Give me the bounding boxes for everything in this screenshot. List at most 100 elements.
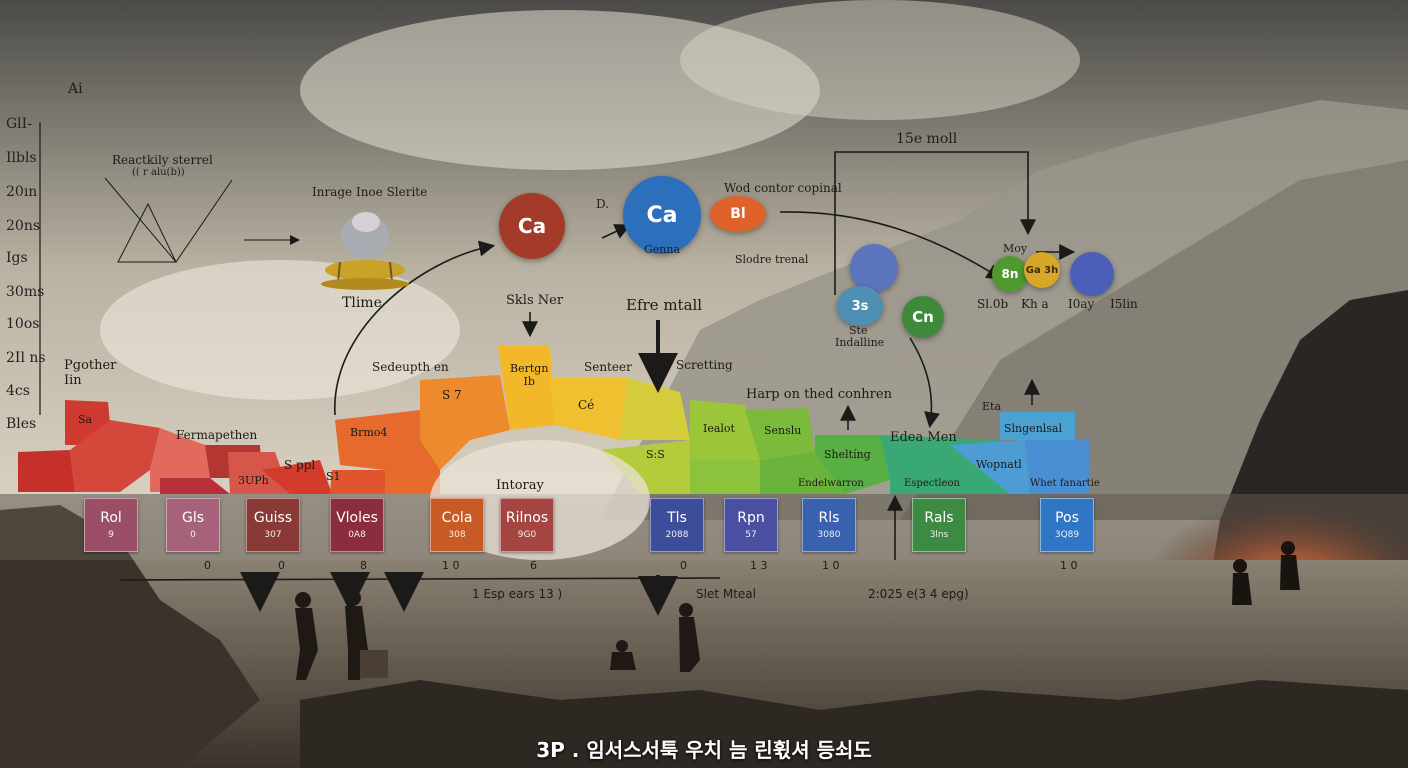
element-tile-number: 9G0: [517, 530, 537, 541]
circle-ga: Ga 3h: [1024, 252, 1060, 288]
label-islin: I5lin: [1110, 297, 1138, 311]
band-label-scretting: Scretting: [676, 358, 733, 372]
label-efre: Efre mtall: [626, 296, 703, 314]
band-label-senslu: Senslu: [764, 424, 802, 437]
element-tile-symbol: Rilnos: [505, 509, 549, 526]
bottom-number: 0: [680, 559, 687, 572]
bottom-number: 0: [278, 559, 285, 572]
element-tile: Rilnos 9G0: [500, 498, 554, 552]
band-label-sis: S:S: [646, 448, 665, 461]
element-tile-symbol: Pos: [1055, 509, 1079, 526]
element-tile-number: 3lns: [929, 530, 949, 541]
label-sks: Skls Ner: [506, 293, 564, 308]
bottom-number: 1 0: [822, 559, 840, 572]
band-label-harp: Harp on thed conhren: [746, 387, 892, 402]
band-label-fermapethen: Fermapethen: [176, 428, 258, 442]
time-label: Tlime: [342, 295, 382, 311]
label-d: D.: [596, 197, 610, 211]
element-tile-number: 308: [448, 530, 466, 541]
cloud: [100, 260, 460, 400]
label-stob: Sl.0b: [977, 297, 1009, 311]
bottom-number: 1 0: [442, 559, 460, 572]
axis-tick-label: Ilbls: [6, 150, 37, 166]
element-tile-symbol: Rol: [100, 509, 122, 526]
circle-ca-blue: Ca: [623, 176, 701, 254]
axis-tick-label: 4cs: [6, 383, 30, 399]
axis-tick-label: 20ns: [6, 218, 41, 234]
workers-right: [1232, 541, 1300, 605]
label-genna: Genna: [644, 243, 681, 256]
bottom-number: 0: [204, 559, 211, 572]
band-label-slngenlsal: Slngenlsal: [1004, 422, 1063, 435]
image-label: Inrage Inoe Slerite: [312, 185, 428, 199]
band-label-intoray: Intoray: [496, 478, 544, 493]
label-kha: Kh a: [1021, 297, 1049, 311]
band-label-bmond: Brmo4: [350, 426, 388, 439]
bottom-label-right: 2:025 e(3 4 epg): [868, 587, 969, 601]
axis-tick-label: 20ın: [6, 184, 38, 200]
label-ioay: I0ay: [1068, 297, 1095, 311]
element-tile-symbol: Guiss: [253, 509, 293, 526]
band-label-espectleon: Espectleon: [904, 478, 960, 489]
rocks-left: [0, 505, 260, 768]
label-may: Moy: [1003, 242, 1028, 255]
element-tile-symbol: Cola: [441, 509, 473, 526]
rocks-bottom: [300, 680, 1408, 768]
axis-tick-label: 30ms: [6, 284, 45, 300]
band-label-s7: S 7: [442, 388, 462, 402]
axis-tick-label: GlI-: [6, 116, 32, 132]
label-ste: Ste: [849, 324, 868, 337]
bottom-number: 1 0: [1060, 559, 1078, 572]
axis-tick-label: Bles: [6, 416, 37, 432]
element-tile-number: 57: [745, 530, 757, 541]
circle-blue-top: [850, 244, 898, 292]
element-tile-number: 9: [108, 530, 114, 541]
band-label-whetan: Whet fanartie: [1030, 478, 1100, 489]
element-tile-number: 3Q89: [1054, 530, 1080, 541]
bottom-number: 1 3: [750, 559, 768, 572]
cauldron-illustration: [321, 212, 409, 290]
tile-strip: [0, 494, 1408, 560]
bottom-label-left: 1 Esp ears 13 ): [472, 587, 563, 601]
band-label-3uph: 3UPh: [238, 474, 269, 487]
bottom-number: 8: [360, 559, 367, 572]
label-wod: Wod contor copinal: [724, 181, 842, 195]
element-tile: Rpn 57: [724, 498, 778, 552]
element-tile: Pos 3Q89: [1040, 498, 1094, 552]
reactivity-title: Reactkily sterrel: [112, 153, 213, 167]
band-label-wopnati: Wopnatl: [976, 458, 1022, 471]
label-indalline: Indalline: [835, 336, 885, 349]
element-tile-number: 307: [264, 530, 282, 541]
element-tile-symbol: Rls: [818, 509, 840, 526]
band-label-pgother: Pgother Iin: [64, 358, 117, 388]
cloud: [680, 0, 1080, 120]
element-tile: Cola 308: [430, 498, 484, 552]
band-label-edea: Edea Men: [890, 430, 957, 445]
circle-blue-right: [1070, 252, 1114, 296]
axis-tick-label: 2Il ns: [6, 350, 46, 366]
bottom-label-middle: Slet Mteal: [696, 587, 756, 601]
band-label-endeluron: Endelwarron: [798, 478, 864, 489]
circle-bi-orange: Bl: [710, 196, 766, 232]
element-tile-symbol: Tls: [667, 509, 687, 526]
arrow-top-label: 15e moll: [896, 131, 958, 147]
band-label-shelting: Sheltíng: [824, 448, 871, 461]
axis-tick-label: Igs: [6, 250, 28, 266]
band-label-senteer: Senteer: [584, 360, 632, 374]
band-label-lealot: Iealot: [703, 422, 735, 435]
label-sloare: Slodre trenal: [735, 253, 809, 266]
element-tile-symbol: Rpn: [737, 509, 765, 526]
element-tile: Guiss 307: [246, 498, 300, 552]
band-label-eta: Eta: [982, 400, 1002, 413]
band-label-sppl: S ppl: [284, 458, 316, 472]
axis-tick-label: 10os: [6, 316, 40, 332]
reactivity-subtitle: (( r alu(b)): [132, 167, 185, 178]
circle-cn: Cn: [902, 296, 944, 338]
caption: 3P . 임서스서툭 우치 늠 린휛셔 등쇠도: [536, 738, 872, 762]
